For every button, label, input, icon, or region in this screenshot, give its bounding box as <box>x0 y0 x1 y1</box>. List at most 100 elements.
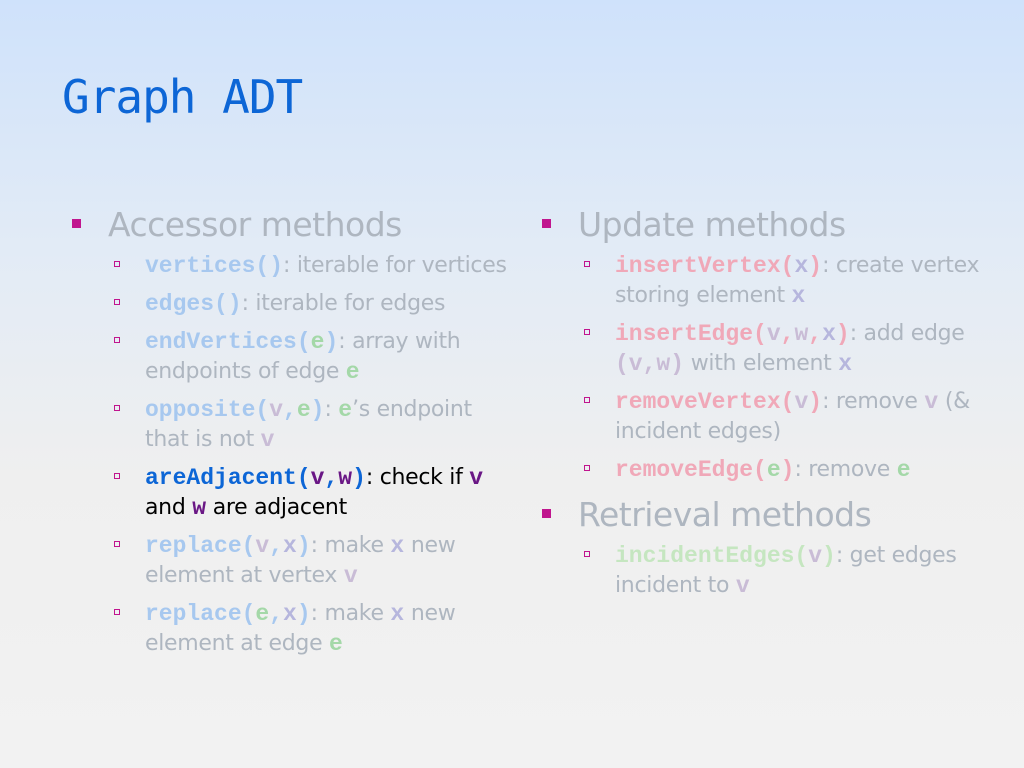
code-sep: , <box>808 321 823 347</box>
code-name: areAdjacent( <box>145 465 311 491</box>
hollow-square-bullet-icon <box>114 609 120 615</box>
code-sep: , <box>283 397 297 423</box>
method-desc: : remove <box>794 457 897 482</box>
code-close: ) <box>324 329 339 355</box>
method-desc: and <box>145 495 193 520</box>
method-desc: new element at vertex <box>145 533 456 588</box>
method-code: removeEdge(e) <box>615 457 794 483</box>
desc-code: e <box>345 359 360 385</box>
code-name: replace( <box>145 601 256 627</box>
desc-code: x <box>791 283 806 309</box>
code-close: ) <box>822 543 836 569</box>
list-item-incidentedges: incidentEdges(v): get edges incident to … <box>584 541 980 601</box>
update-methods-section: Update methods insertVertex(x): create v… <box>540 203 980 485</box>
code-name: removeEdge( <box>615 457 767 483</box>
code-arg: x <box>794 253 809 279</box>
method-code: vertices() <box>145 253 284 279</box>
method-desc: : array with endpoints of edge <box>145 329 461 384</box>
method-code: replace(e,x) <box>145 601 311 627</box>
code-name: insertEdge( <box>615 321 767 347</box>
hollow-square-bullet-icon <box>114 541 120 547</box>
method-desc: : check if <box>365 465 470 490</box>
hollow-square-bullet-icon <box>584 261 590 267</box>
square-bullet-icon <box>72 219 81 228</box>
accessor-methods-column: Accessor methods vertices(): iterable fo… <box>70 203 510 667</box>
list-item-insertedge: insertEdge(v,w,x): add edge (v,w) with e… <box>584 319 980 379</box>
hollow-square-bullet-icon <box>114 473 120 479</box>
retrieval-methods-list: incidentEdges(v): get edges incident to … <box>584 541 980 601</box>
hollow-square-bullet-icon <box>114 261 120 267</box>
method-code: endVertices(e) <box>145 329 338 355</box>
list-item-removeedge: removeEdge(e): remove e <box>584 455 980 485</box>
method-sep: : <box>324 397 339 422</box>
list-item-vertices: vertices(): iterable for vertices <box>114 251 510 281</box>
code-arg: w <box>794 321 809 347</box>
code-arg: e <box>296 397 311 423</box>
update-methods-heading: Update methods <box>578 205 846 244</box>
list-item-areadjacent: areAdjacent(v,w): check if v and w are a… <box>114 463 510 523</box>
code-arg: e <box>766 457 781 483</box>
code-close: ) <box>808 389 823 415</box>
code-arg: v <box>269 397 284 423</box>
square-bullet-icon <box>542 509 551 518</box>
method-code: insertVertex(x) <box>615 253 822 279</box>
code-arg: x <box>822 321 836 347</box>
code-arg: v <box>310 465 325 491</box>
list-item-opposite: opposite(v,e): e’s endpoint that is not … <box>114 395 510 455</box>
code-close: ) <box>310 397 325 423</box>
code-name: replace( <box>145 533 256 559</box>
list-item-edges: edges(): iterable for edges <box>114 289 510 319</box>
code-sep: , <box>269 601 284 627</box>
retrieval-methods-section: Retrieval methods incidentEdges(v): get … <box>540 493 980 601</box>
code-close: ) <box>808 253 823 279</box>
method-code: insertEdge(v,w,x) <box>615 321 850 347</box>
desc-code: x <box>390 533 405 559</box>
desc-code: e <box>338 397 353 423</box>
code-name: incidentEdges( <box>615 543 809 569</box>
code-arg: e <box>310 329 325 355</box>
method-desc: with element <box>684 351 839 376</box>
code-close: ) <box>835 321 850 347</box>
method-desc: : iterable for edges <box>241 291 446 316</box>
code-arg: x <box>283 533 297 559</box>
desc-code: (v,w) <box>615 351 685 377</box>
desc-code: v <box>924 389 939 415</box>
code-close: ) <box>296 533 311 559</box>
method-desc: : get edges incident to <box>615 543 957 598</box>
slide-title: Graph ADT <box>62 70 303 124</box>
hollow-square-bullet-icon <box>584 329 590 335</box>
method-desc: ’s endpoint that is not <box>145 397 472 452</box>
list-item-endvertices: endVertices(e): array with endpoints of … <box>114 327 510 387</box>
code-name: endVertices( <box>145 329 311 355</box>
method-code: removeVertex(v) <box>615 389 822 415</box>
code-close: ) <box>780 457 795 483</box>
hollow-square-bullet-icon <box>114 337 120 343</box>
hollow-square-bullet-icon <box>114 299 120 305</box>
list-item-replace-edge: replace(e,x): make x new element at edge… <box>114 599 510 659</box>
desc-code: v <box>469 465 484 491</box>
desc-code: e <box>896 457 911 483</box>
code-sep: , <box>269 533 284 559</box>
code-name: insertVertex( <box>615 253 795 279</box>
hollow-square-bullet-icon <box>584 551 590 557</box>
hollow-square-bullet-icon <box>114 405 120 411</box>
list-item-insertvertex: insertVertex(x): create vertex storing e… <box>584 251 980 311</box>
desc-code: v <box>260 427 275 453</box>
code-sep: , <box>780 321 795 347</box>
method-desc: : create vertex storing element <box>615 253 980 308</box>
code-close: ) <box>352 465 366 491</box>
method-desc: : iterable for vertices <box>283 253 507 278</box>
code-arg: v <box>794 389 809 415</box>
desc-code: e <box>329 631 343 657</box>
method-desc: are adjacent <box>206 495 348 520</box>
code-arg: w <box>338 465 353 491</box>
method-code: opposite(v,e) <box>145 397 324 423</box>
method-code: incidentEdges(v) <box>615 543 836 569</box>
code-arg: v <box>808 543 823 569</box>
accessor-methods-section: Accessor methods vertices(): iterable fo… <box>70 203 510 659</box>
method-code: areAdjacent(v,w) <box>145 465 366 491</box>
method-desc: : add edge <box>849 321 965 346</box>
update-methods-list: insertVertex(x): create vertex storing e… <box>584 251 980 485</box>
code-close: ) <box>296 601 311 627</box>
method-desc: (& incident edges) <box>615 389 970 444</box>
